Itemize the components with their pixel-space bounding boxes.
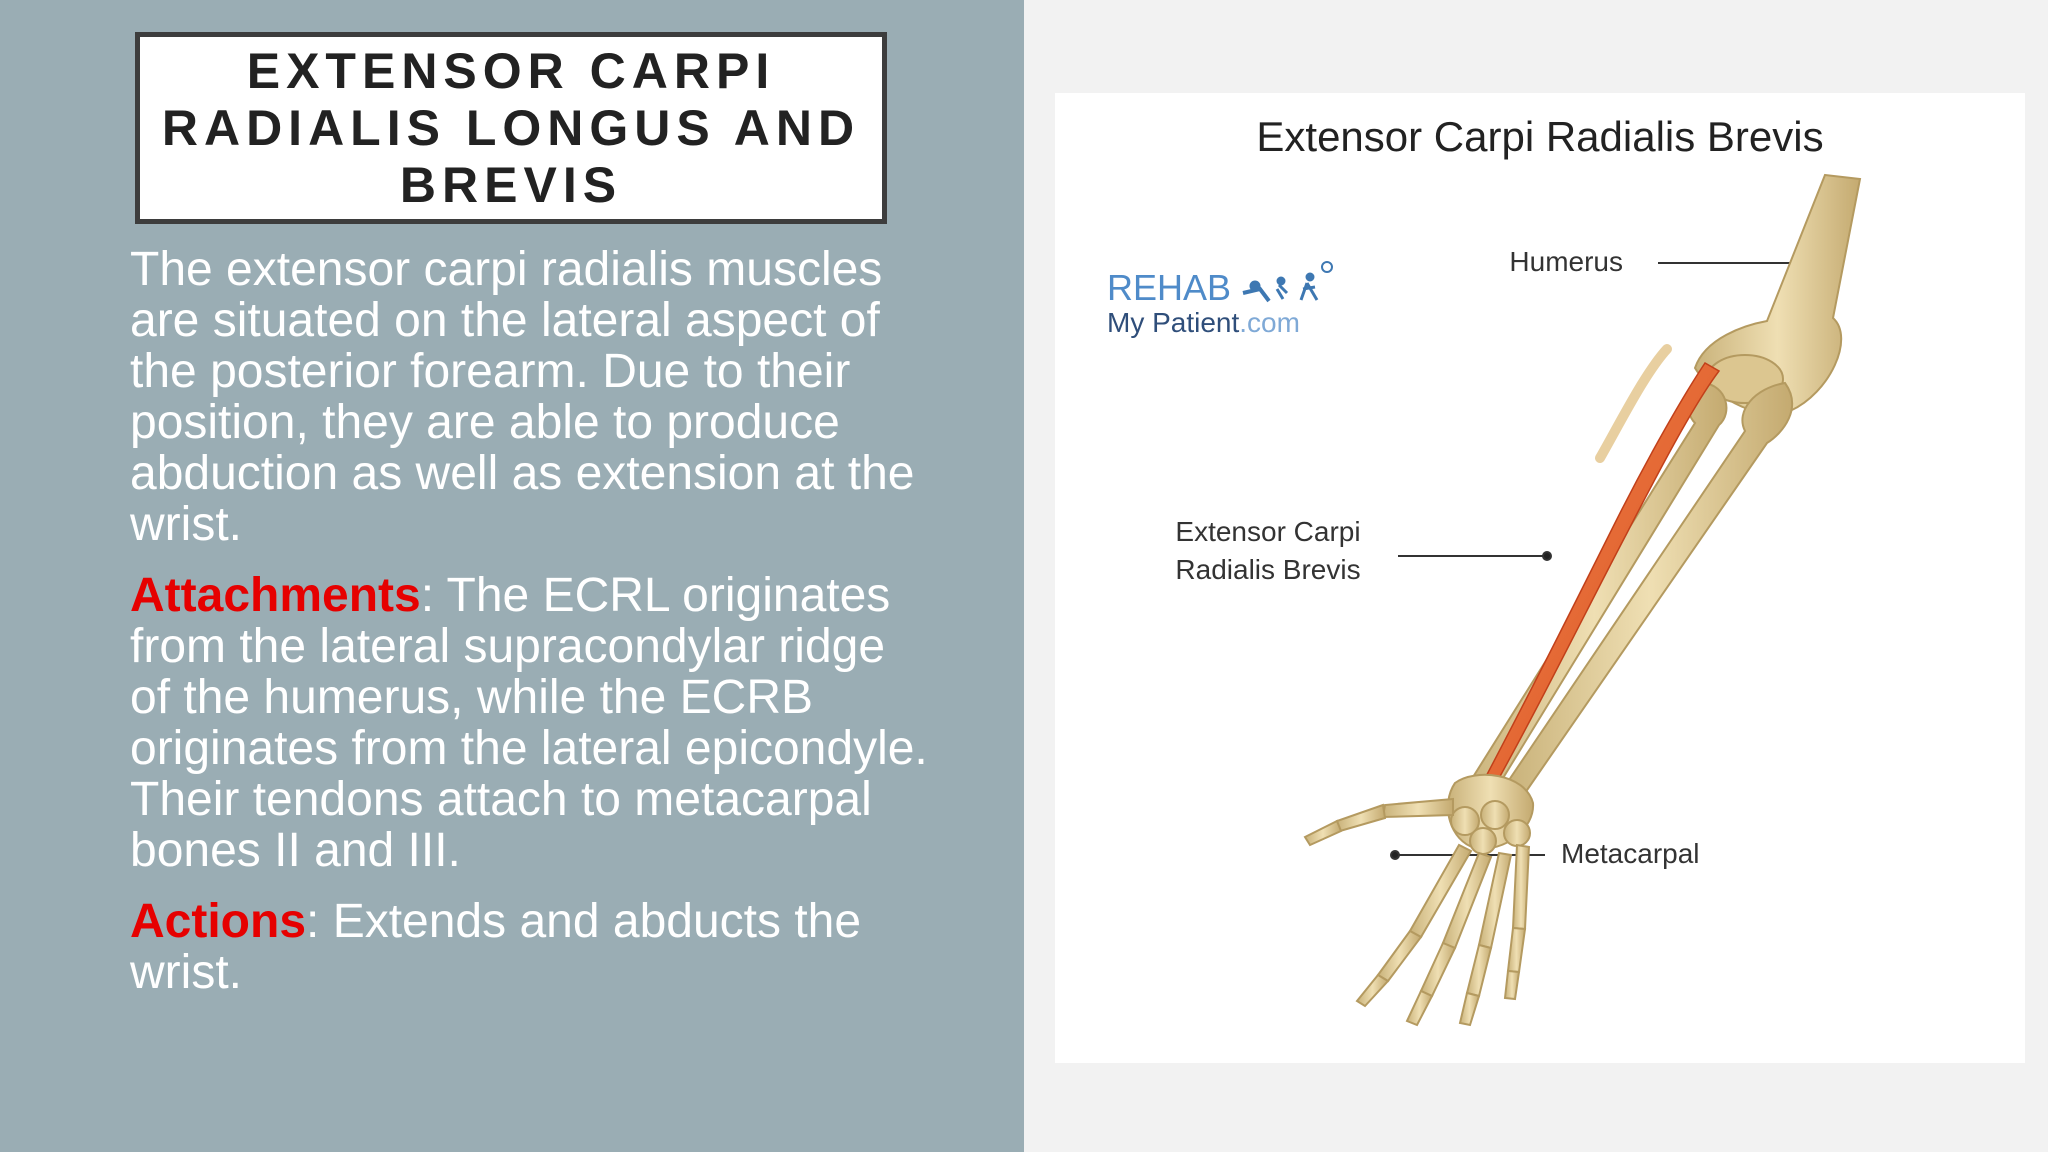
logo-com-text: .com: [1239, 307, 1300, 338]
actions-text: : Extends and abducts the wrist.: [130, 895, 862, 999]
anatomy-illustration: Extensor Carpi Radialis Brevis REHAB My …: [1107, 113, 1862, 1027]
intro-paragraph: The extensor carpi radialis muscles are …: [130, 243, 915, 551]
rehab-logo: REHAB My Patient.com: [1107, 261, 1333, 338]
attachments-paragraph: Attachments: The ECRL originates from th…: [130, 570, 930, 876]
logo-rehab-text: REHAB: [1107, 267, 1231, 308]
title-box: EXTENSOR CARPI RADIALIS LONGUS AND BREVI…: [135, 32, 887, 224]
actions-label: Actions: [130, 895, 307, 948]
logo-mypatient: My Patient.com: [1107, 307, 1300, 338]
attachments-text: : The ECRL originates from the lateral s…: [130, 569, 928, 877]
humerus-label: Humerus: [1509, 246, 1623, 277]
muscle-label-line1: Extensor Carpi: [1175, 516, 1360, 547]
ecrb-muscle: [1472, 344, 1721, 809]
anatomy-figure: Extensor Carpi Radialis Brevis REHAB My …: [1055, 93, 2025, 1063]
slide-body: The extensor carpi radialis muscles are …: [130, 244, 930, 1018]
logo-figures-icon: [1242, 261, 1333, 303]
metacarpal-label: Metacarpal: [1561, 838, 1700, 869]
hand-bones: [1303, 773, 1535, 1027]
label-lines: [1390, 258, 1810, 860]
humerus-bone: [1693, 173, 1862, 415]
slide-title: EXTENSOR CARPI RADIALIS LONGUS AND BREVI…: [161, 42, 861, 213]
ulna-bone: [1505, 381, 1794, 795]
actions-paragraph: Actions: Extends and abducts the wrist.: [130, 896, 930, 998]
attachments-label: Attachments: [130, 569, 421, 622]
muscle-label-line2: Radialis Brevis: [1175, 554, 1360, 585]
figure-title: Extensor Carpi Radialis Brevis: [1256, 113, 1823, 160]
logo-mypatient-text: My Patient: [1107, 307, 1239, 338]
